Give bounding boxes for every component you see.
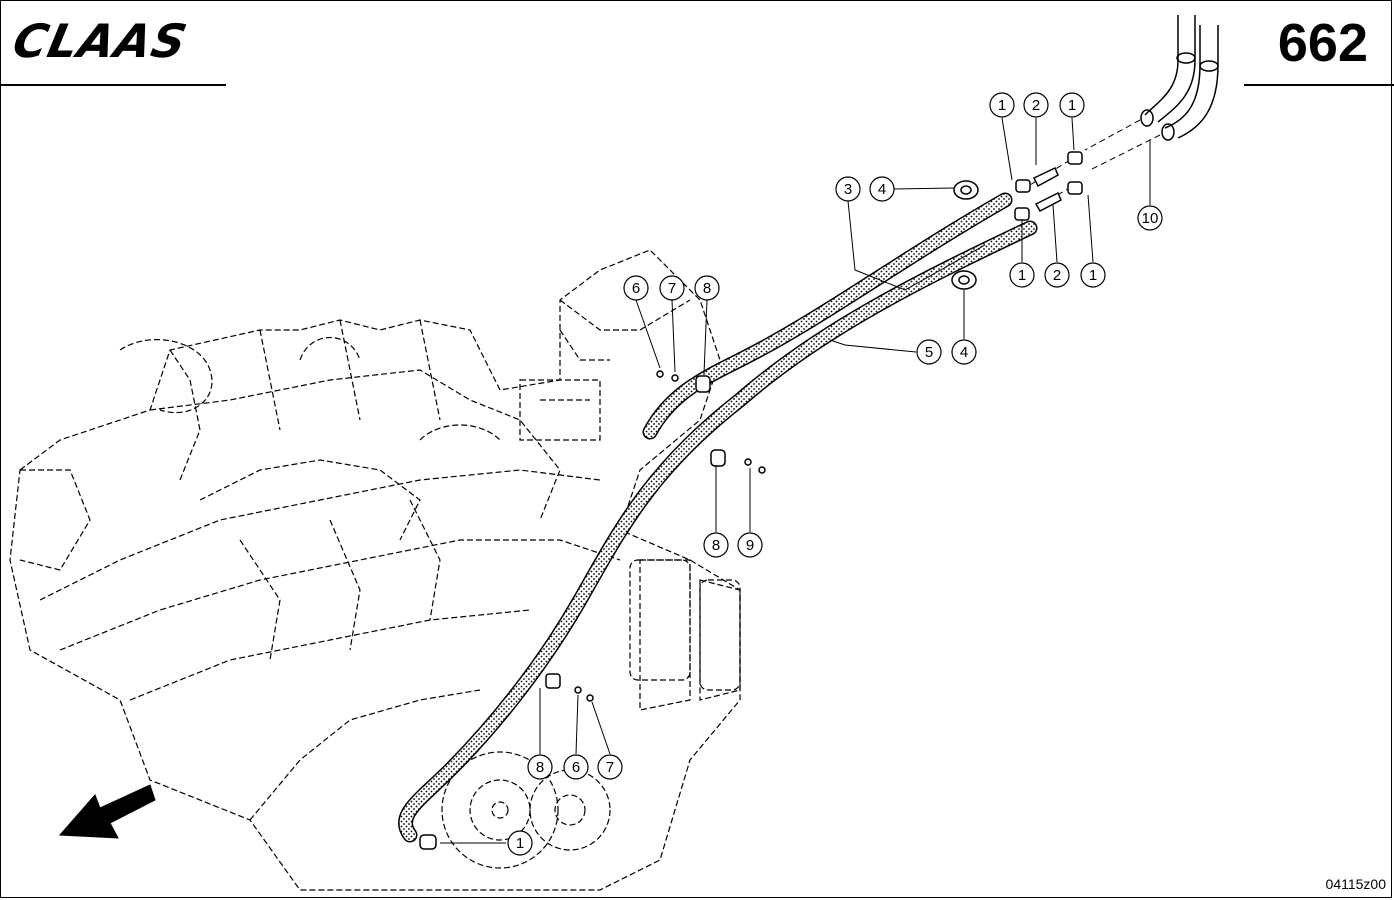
pulley	[441, 751, 611, 869]
svg-text:7: 7	[606, 759, 614, 776]
callout-c10: 10	[1137, 205, 1163, 231]
svg-text:8: 8	[536, 759, 544, 776]
svg-text:4: 4	[878, 181, 886, 198]
callouts: 1 2 1 3 4 6 7 8 10 1 2 1 5 4 8 9 8 6 7 1	[507, 92, 1163, 856]
callout-c2b: 2	[1044, 262, 1070, 288]
direction-arrow-icon	[58, 784, 156, 839]
callout-c8c: 8	[527, 754, 553, 780]
callout-c7b: 7	[597, 754, 623, 780]
svg-text:6: 6	[572, 759, 580, 776]
hose-5	[398, 220, 1038, 843]
engine-block	[9, 249, 741, 891]
callout-c8b: 8	[703, 532, 729, 558]
header-rule-left	[0, 84, 226, 86]
svg-text:8: 8	[703, 280, 711, 297]
hose-3	[642, 192, 1013, 440]
callout-c1d: 1	[1080, 262, 1106, 288]
svg-text:5: 5	[925, 344, 933, 361]
drawing-id: 04115z00	[1325, 876, 1386, 892]
svg-text:7: 7	[668, 280, 676, 297]
callout-c1b: 1	[1059, 92, 1085, 118]
callout-c2a: 2	[1023, 92, 1049, 118]
svg-text:1: 1	[998, 97, 1006, 114]
small-parts	[419, 151, 1083, 850]
header-rule-right	[1244, 84, 1394, 86]
svg-text:1: 1	[516, 835, 524, 852]
svg-text:3: 3	[844, 181, 852, 198]
svg-text:6: 6	[632, 280, 640, 297]
callout-c5: 5	[916, 339, 942, 365]
leader-lines	[440, 117, 1151, 844]
svg-text:1: 1	[1018, 267, 1026, 284]
callout-c1e: 1	[507, 830, 533, 856]
callout-c6b: 6	[563, 754, 589, 780]
svg-text:2: 2	[1053, 267, 1061, 284]
pipes-10	[1140, 15, 1219, 141]
callout-c7a: 7	[659, 275, 685, 301]
svg-text:10: 10	[1142, 210, 1159, 227]
callout-c8a: 8	[694, 275, 720, 301]
page-number: 662	[1277, 13, 1368, 73]
callout-c1c: 1	[1009, 262, 1035, 288]
svg-text:4: 4	[960, 344, 968, 361]
callout-c1a: 1	[989, 92, 1015, 118]
callout-c3: 3	[835, 176, 861, 202]
oil-filters	[629, 559, 741, 691]
callout-c4a: 4	[869, 176, 895, 202]
callout-c9: 9	[737, 532, 763, 558]
svg-text:9: 9	[746, 537, 754, 554]
svg-text:1: 1	[1068, 97, 1076, 114]
svg-text:1: 1	[1089, 267, 1097, 284]
svg-text:8: 8	[712, 537, 720, 554]
callout-c4b: 4	[951, 339, 977, 365]
svg-text:2: 2	[1032, 97, 1040, 114]
pipe-assembly-lines	[1029, 119, 1161, 206]
callout-c6a: 6	[623, 275, 649, 301]
